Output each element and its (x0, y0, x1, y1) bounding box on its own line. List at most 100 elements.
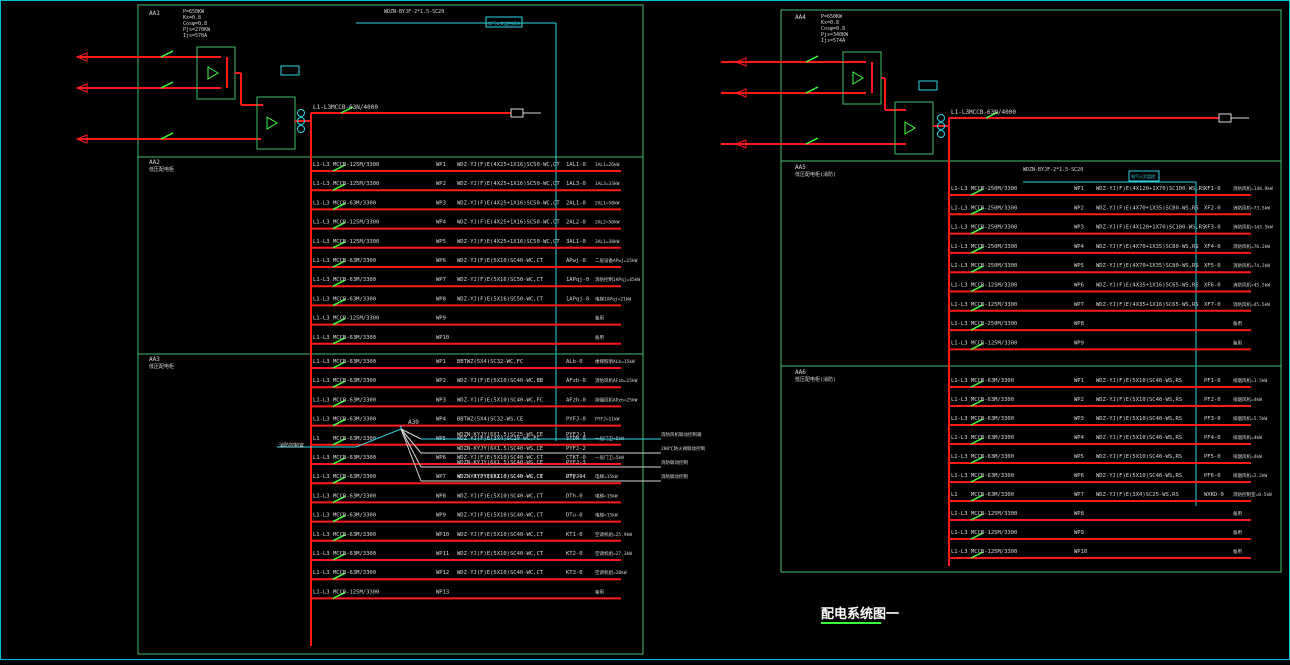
left-bot-row-phase: L1 (313, 436, 320, 442)
right-bot-row-breaker-symbol (970, 418, 984, 426)
left-bot-row-breaker: MCCB-63M/3300 (333, 513, 376, 519)
right-bot-row-note: 备用 (1233, 548, 1242, 555)
right-mid-box-desc: 低压配电柜(消防) (795, 171, 836, 178)
left-mid-row-breaker: MCCB-63M/3300 (333, 200, 376, 206)
right-bot-row-phase: L1-L3 (951, 511, 968, 517)
left-mid-row-phase: L1-L3 (313, 162, 330, 168)
left-mid-row-note: 1AL3=33kW (595, 181, 620, 187)
left-param-3: Cosφ=0.8 (183, 21, 207, 27)
left-mid-row-dest: 2AL2-0 (566, 220, 586, 226)
right-bot-row-breaker: MCCB-63M/3300 (971, 416, 1014, 422)
right-mid-row-note: 备用 (1233, 339, 1242, 346)
right-mid-row-dest: XF7-0 (1204, 302, 1221, 308)
right-mid-row-phase: L1-L3 (951, 283, 968, 289)
left-mid-row-circuit: WP10 (436, 335, 449, 341)
right-mid-cable-label: WDZN-BYJF-2*1.5-SC20 (1023, 167, 1083, 173)
right-bot-row-phase: L1-L3 (951, 435, 968, 441)
left-mid-row-cable: WDZ-YJ(F)E(4X25+1X16)SC50-WC,CT (457, 200, 560, 206)
right-bot-row-breaker-symbol (970, 437, 984, 445)
right-mid-row-note: 消防风机=148.9kW (1233, 185, 1273, 192)
right-bot-row-breaker-symbol (970, 475, 984, 483)
left-mid-row-cable: WDZ-YJ(F)E(4X25+1X16)SC50-WC,CT (457, 239, 560, 245)
left-bot-row-phase: L1-L3 (313, 474, 330, 480)
left-mid-row-dest: 1AL1-0 (566, 162, 586, 168)
left-mid-row-breaker-symbol (332, 298, 346, 307)
right-mid-row-note: 消防风机=76.2kW (1233, 243, 1270, 250)
branch-fan-line (400, 428, 422, 468)
right-bot-row-breaker: MCCB-63M/3300 (971, 397, 1014, 403)
left-bot-row-breaker-symbol (332, 418, 346, 427)
left-mid-row-phase: L1-L3 (313, 277, 330, 283)
right-param-1: P=650KW (821, 14, 843, 20)
left-bot-row-breaker: MCCB-63M/3300 (333, 532, 376, 538)
left-mid-row-dest: 1AL3-0 (566, 181, 586, 187)
left-mid-row-breaker-symbol (332, 164, 346, 172)
right-mid-row-breaker: MCCB-250M/3300 (971, 186, 1017, 192)
left-bot-row-circuit: WP10 (436, 532, 449, 538)
left-bot-row-breaker: MCCB-63M/3300 (333, 359, 376, 365)
branch-fan-line (400, 428, 422, 440)
right-bot-row-breaker: MCCB-63M/3300 (971, 435, 1014, 441)
left-bot-row-cable: WDZ-YJ(F)E(5X10)SC40-WC,CT (457, 532, 544, 538)
right-mid-row-circuit: WP8 (1074, 321, 1084, 327)
left-mid-box-name: AA2 (149, 159, 160, 166)
right-bot-box-name: AA6 (795, 369, 806, 376)
left-param-5: Ijs=570A (183, 33, 207, 39)
right-mid-row-note: 消防风机=45.5kW (1233, 301, 1270, 308)
right-bot-row-dest: PF5-0 (1204, 454, 1221, 460)
right-bot-row-breaker-symbol (970, 399, 984, 407)
left-bot-row-dest: KT3-0 (566, 570, 583, 576)
left-bot-row-note: 电梯=15kW (595, 473, 618, 480)
left-bot-row-breaker-symbol (332, 399, 346, 408)
right-bot-row-breaker-symbol (970, 551, 984, 559)
left-mid-row-circuit: WP2 (436, 181, 446, 187)
left-bot-row-dest: DTu-0 (566, 513, 583, 519)
right-bot-row-note: 排烟风机=5.5kW (1233, 415, 1268, 422)
left-mid-row-phase: L1-L3 (313, 181, 330, 187)
right-mid-row-cable: WDZ-YJ(F)E(4X35+1X16)SC65-WS,RS (1096, 283, 1199, 289)
left-mid-row-cable: WDZ-YJ(F)E(5X10)SC40-WC,CT (457, 258, 544, 264)
right-mid-row-breaker: MCCB-250M/3300 (971, 205, 1017, 211)
right-mid-row-breaker: MCCB-250M/3300 (971, 225, 1017, 231)
branch-note: 消防联动控制 (661, 473, 688, 480)
left-mid-row-note: 3AL1=38kW (595, 239, 620, 245)
branch-dest: PYFJ-3 (566, 460, 586, 466)
left-mid-row-breaker-symbol (332, 183, 346, 191)
right-mid-row-breaker: MCCB-250M/3300 (971, 244, 1017, 250)
left-mid-row-cable: WDZ-YJ(F)E(4X25+1X16)SC50-WC,CT (457, 162, 560, 168)
right-mid-row-circuit: WP3 (1074, 225, 1084, 231)
left-mid-row-breaker: MCCB-125M/3300 (333, 162, 379, 168)
right-mid-row-breaker-symbol (970, 265, 984, 273)
right-bot-row-dest: PF3-0 (1204, 416, 1221, 422)
left-bot-row-phase: L1-L3 (313, 570, 330, 576)
left-bot-row-phase: L1-L3 (313, 417, 330, 423)
left-bot-row-dest: KT2-0 (566, 551, 583, 557)
left-param-2: Kx=0.8 (183, 15, 201, 21)
left-mid-row-dest: 2AL1-0 (566, 200, 586, 206)
left-mid-row-note: 1AL1=26kW (595, 162, 620, 168)
right-bot-row-circuit: WP2 (1074, 397, 1084, 403)
right-bot-row-dest: PF4-0 (1204, 435, 1221, 441)
right-bot-row-phase: L1-L3 (951, 397, 968, 403)
left-bot-row-phase: L1-L3 (313, 493, 330, 499)
left-mid-row-breaker-symbol (332, 337, 346, 345)
right-bot-row-cable: WDZ-YJ(F)E(3X4)SC25-WS,RS (1096, 492, 1179, 498)
right-bot-row-circuit: WP3 (1074, 416, 1084, 422)
left-bot-row-cable: WDZ-YJ(F)E(5X10)SC40-WC,CT (457, 493, 544, 499)
right-mid-row-breaker-symbol (970, 323, 984, 331)
right-bot-row-breaker: MCCB-63M/3300 (971, 473, 1014, 479)
right-bot-row-breaker-symbol (970, 513, 984, 521)
right-bot-row-cable: WDZ-YJ(F)E(5X10)SC40-WS,RS (1096, 378, 1182, 384)
left-mid-row-breaker-symbol (332, 279, 346, 287)
right-mid-row-breaker: MCCB-125M/3300 (971, 283, 1017, 289)
left-bot-row-dest: AFzb-0 (566, 378, 586, 384)
panel-left-frame (137, 4, 644, 655)
right-mid-row-breaker: MCCB-250M/3300 (971, 321, 1017, 327)
left-mid-row-dest: APwj-0 (566, 258, 586, 264)
left-mid-row-breaker: MCCB-63M/3300 (333, 335, 376, 341)
right-mid-row-dest: XF4-0 (1204, 244, 1221, 250)
right-bot-row-dest: PF2-0 (1204, 397, 1221, 403)
right-mid-row-circuit: WP2 (1074, 205, 1084, 211)
left-mid-row-breaker: MCCB-63M/3300 (333, 296, 376, 302)
right-mid-row-breaker: MCCB-125M/3300 (971, 340, 1017, 346)
